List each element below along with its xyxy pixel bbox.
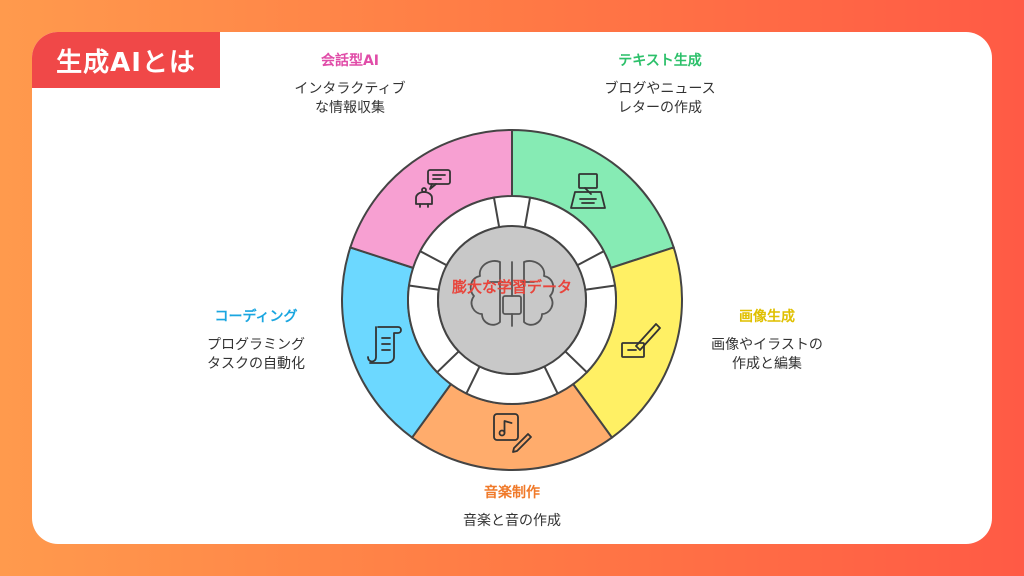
description-coding: プログラミング タスクの自動化 xyxy=(207,337,305,372)
heading-music-production: 音楽制作 xyxy=(484,485,540,501)
description-music-production: 音楽と音の作成 xyxy=(463,513,561,529)
description-conversational-ai: インタラクティブ な情報収集 xyxy=(294,81,406,116)
description-image-generation: 画像やイラストの 作成と編集 xyxy=(711,337,823,372)
paint-brush-icon xyxy=(621,323,661,358)
label-coding: コーディング プログラミング タスクの自動化 xyxy=(186,308,326,374)
label-image-generation: 画像生成 画像やイラストの 作成と編集 xyxy=(692,308,842,374)
typewriter-icon xyxy=(570,173,606,209)
chatbot-icon xyxy=(415,169,451,208)
label-music-production: 音楽制作 音楽と音の作成 xyxy=(432,484,592,531)
description-text-generation: ブログやニュース レターの作成 xyxy=(604,81,716,116)
heading-text-generation: テキスト生成 xyxy=(618,53,702,69)
brain-circuit-icon xyxy=(469,260,555,327)
heading-conversational-ai: 会話型AI xyxy=(320,53,380,69)
center-hub xyxy=(437,225,587,375)
music-edit-icon xyxy=(493,413,532,453)
heading-image-generation: 画像生成 xyxy=(739,309,795,325)
scroll-icon xyxy=(367,326,402,364)
heading-coding: コーディング xyxy=(214,309,298,325)
center-label: 膨大な学習データ xyxy=(452,278,572,296)
label-conversational-ai: 会話型AI インタラクティブ な情報収集 xyxy=(280,52,420,118)
page-title: 生成AIとは xyxy=(32,32,220,88)
label-text-generation: テキスト生成 ブログやニュース レターの作成 xyxy=(590,52,730,118)
